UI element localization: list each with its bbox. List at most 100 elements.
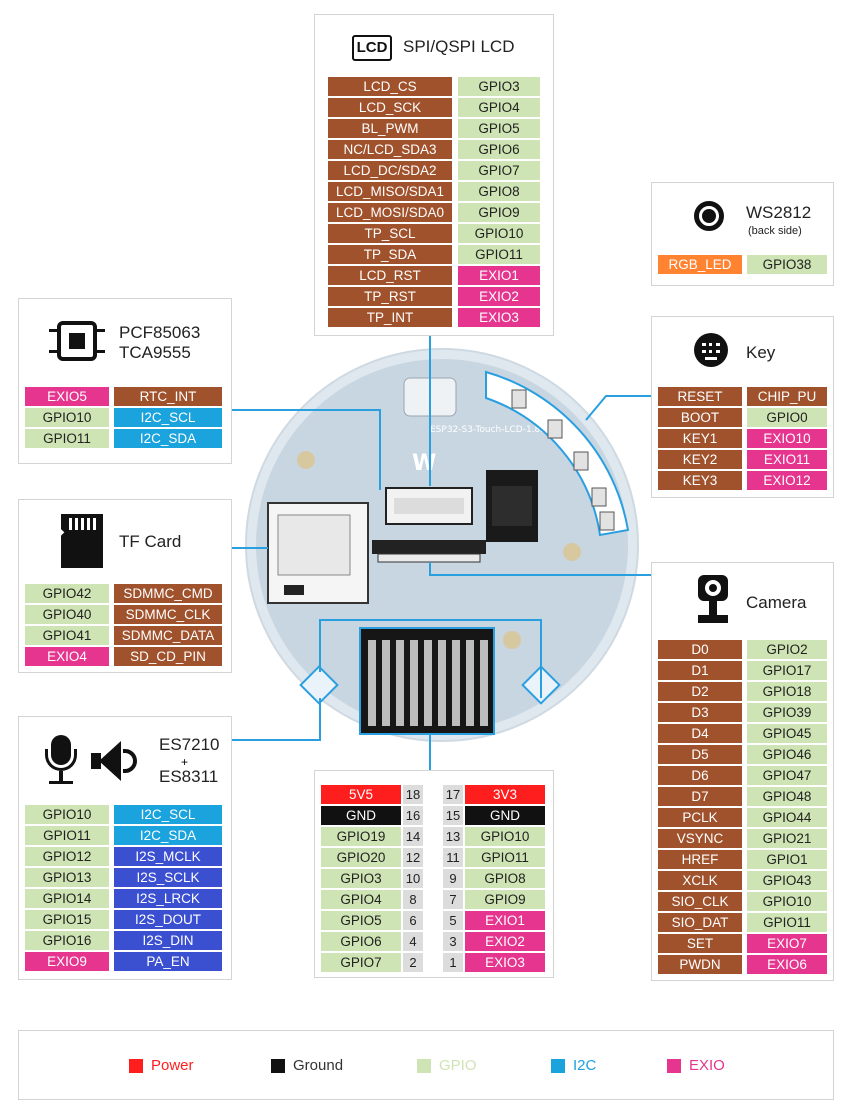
pin-label: GPIO12 (25, 847, 109, 866)
pin-label: D0 (658, 640, 742, 659)
pin-label: GPIO17 (747, 661, 827, 680)
pin-label: I2C_SDA (114, 826, 222, 845)
pin-label: I2S_DOUT (114, 910, 222, 929)
pin-label: LCD_CS (328, 77, 452, 96)
rtc-title: PCF85063 (119, 323, 201, 342)
pin-number: 6 (403, 911, 423, 930)
mic-left (299, 665, 339, 705)
pin-label: GPIO10 (25, 408, 109, 427)
pin-label: D5 (658, 745, 742, 764)
pin-label: D7 (658, 787, 742, 806)
pin-label: GPIO4 (321, 890, 401, 909)
pin-label: CHIP_PU (747, 387, 827, 406)
pin-number: 7 (443, 890, 463, 909)
pin-label: GPIO11 (465, 848, 545, 867)
pin-label: GPIO46 (747, 745, 827, 764)
pin-label: GPIO11 (25, 429, 109, 448)
pin-label: D3 (658, 703, 742, 722)
pin-label: EXIO2 (465, 932, 545, 951)
legend-label: I2C (573, 1057, 597, 1074)
pin-label: GPIO20 (321, 848, 401, 867)
pin-label: EXIO9 (25, 952, 109, 971)
pin-label: GPIO38 (747, 255, 827, 274)
pin-label: TP_SCL (328, 224, 452, 243)
pin-label: 3V3 (465, 785, 545, 804)
camera-connector (372, 540, 486, 554)
legend-label: EXIO (689, 1057, 725, 1074)
pin-label: GPIO13 (25, 868, 109, 887)
legend-label: Power (151, 1057, 194, 1074)
pin-number: 15 (443, 806, 463, 825)
leader-pcf (232, 409, 381, 490)
pin-label: SIO_DAT (658, 913, 742, 932)
pin-label: GPIO8 (458, 182, 540, 201)
legend-label: GPIO (439, 1057, 477, 1074)
ws2812-led-icon (694, 201, 724, 231)
pin-label: PA_EN (114, 952, 222, 971)
pin-label: TP_RST (328, 287, 452, 306)
pin-label: GPIO7 (458, 161, 540, 180)
pin-label: GPIO15 (25, 910, 109, 929)
pin-label: GPIO3 (321, 869, 401, 888)
pin-label: GPIO5 (458, 119, 540, 138)
keypad-icon (694, 333, 728, 367)
legend-swatch (667, 1059, 681, 1073)
leader-camera (429, 562, 652, 576)
pin-label: EXIO3 (458, 308, 540, 327)
pin-label: TP_INT (328, 308, 452, 327)
pin-label: EXIO1 (465, 911, 545, 930)
pin-number: 12 (403, 848, 423, 867)
pin-number: 9 (443, 869, 463, 888)
pin-label: BL_PWM (328, 119, 452, 138)
pin-number: 8 (403, 890, 423, 909)
pin-label: I2S_SCLK (114, 868, 222, 887)
pin-label: EXIO2 (458, 287, 540, 306)
pin-label: PWDN (658, 955, 742, 974)
pin-label: XCLK (658, 871, 742, 890)
pin-label: LCD_SCK (328, 98, 452, 117)
pin-label: GPIO45 (747, 724, 827, 743)
pin-label: EXIO3 (465, 953, 545, 972)
pin-label: EXIO5 (25, 387, 109, 406)
pin-label: GPIO2 (747, 640, 827, 659)
pin-number: 18 (403, 785, 423, 804)
pin-label: EXIO4 (25, 647, 109, 666)
pin-label: I2C_SCL (114, 408, 222, 427)
pin-label: NC/LCD_SDA3 (328, 140, 452, 159)
board-silk-label: ESP32-S3-Touch-LCD-1.85C (430, 425, 552, 435)
pin-label: GPIO42 (25, 584, 109, 603)
pin-number: 11 (443, 848, 463, 867)
pin-label: SD_CD_PIN (114, 647, 222, 666)
pin-label: 5V5 (321, 785, 401, 804)
expander-title: TCA9555 (119, 343, 191, 362)
pin-label: GPIO10 (25, 805, 109, 824)
pin-label: GPIO21 (747, 829, 827, 848)
pin-label: GPIO9 (465, 890, 545, 909)
pin-label: KEY2 (658, 450, 742, 469)
pin-label: VSYNC (658, 829, 742, 848)
pin-label: KEY3 (658, 471, 742, 490)
pin-number: 2 (403, 953, 423, 972)
leader-audio (232, 698, 321, 741)
pin-number: 5 (443, 911, 463, 930)
pin-label: RGB_LED (658, 255, 742, 274)
pin-label: D1 (658, 661, 742, 680)
pin-label: D6 (658, 766, 742, 785)
pin-label: LCD_DC/SDA2 (328, 161, 452, 180)
pin-label: GPIO10 (465, 827, 545, 846)
leader-mic-right (319, 619, 542, 698)
key-title: Key (746, 343, 776, 362)
codec-title: ES8311 (159, 767, 219, 786)
pin-label: EXIO1 (458, 266, 540, 285)
pin-label: GPIO10 (747, 892, 827, 911)
pin-label: LCD_MISO/SDA1 (328, 182, 452, 201)
pin-label: SIO_CLK (658, 892, 742, 911)
legend-swatch (129, 1059, 143, 1073)
pin-label: GPIO18 (747, 682, 827, 701)
pin-label: GPIO9 (458, 203, 540, 222)
